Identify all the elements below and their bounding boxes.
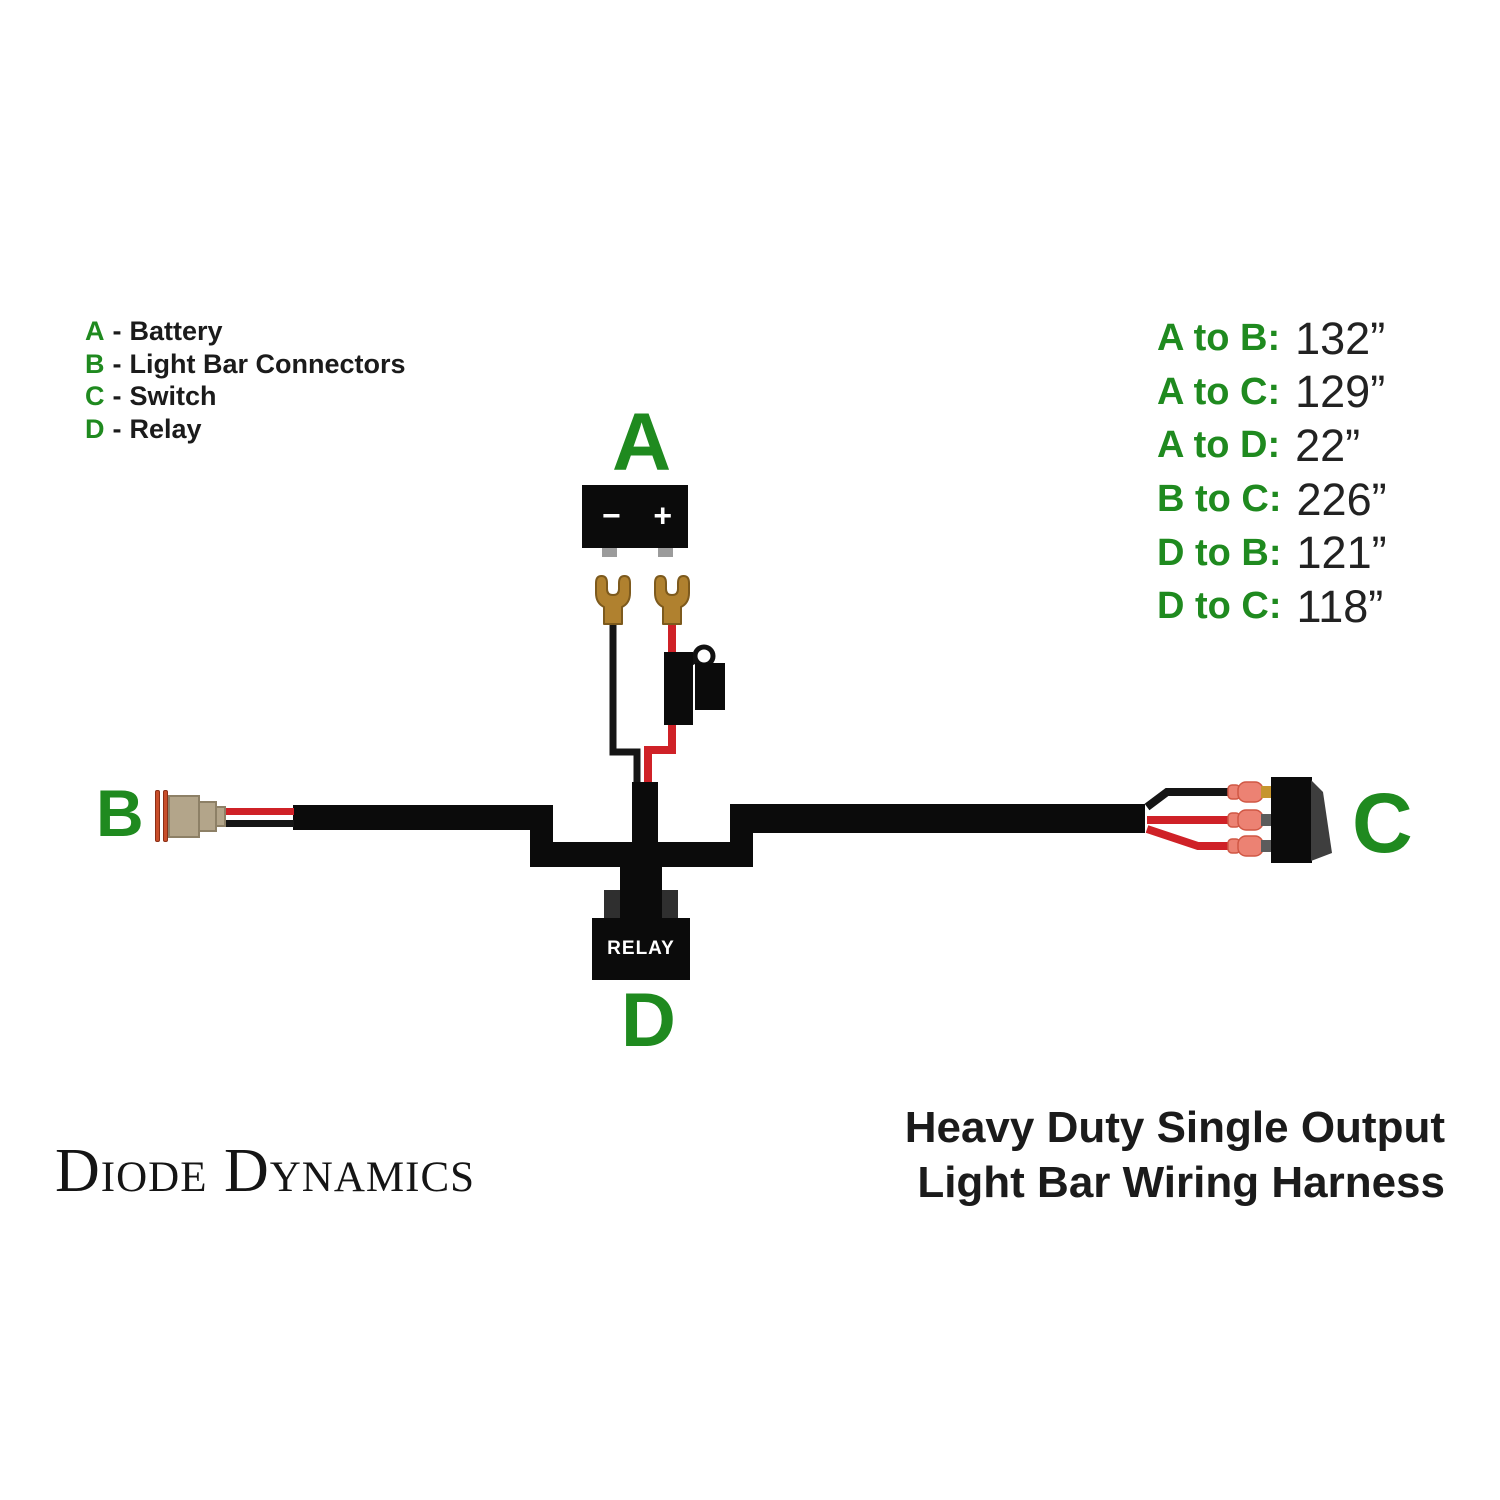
legend-item-relay: D - Relay xyxy=(85,414,406,447)
measurement-row-d-b: D to B: 121” xyxy=(1157,526,1387,580)
spade-terminals xyxy=(1227,781,1272,857)
label-point-c-switch: C xyxy=(1352,776,1413,870)
measurement-value: 129” xyxy=(1295,366,1386,418)
legend-item-battery: A - Battery xyxy=(85,316,406,349)
battery-block: − + xyxy=(582,485,688,548)
fuse-pull-loop-icon xyxy=(692,644,716,668)
measurement-label: D to B: xyxy=(1157,531,1282,574)
connector-wire-red xyxy=(226,808,294,815)
legend-name: Light Bar Connectors xyxy=(129,348,406,379)
product-title: Heavy Duty Single Output Light Bar Wirin… xyxy=(905,1100,1445,1210)
legend-separator: - xyxy=(112,413,122,444)
battery-terminal-tab-right xyxy=(658,548,673,557)
measurement-label: B to C: xyxy=(1157,478,1282,521)
connector-seal-stripe-1 xyxy=(155,790,160,842)
light-bar-connector-nub xyxy=(215,806,226,827)
legend-letter: C xyxy=(85,381,105,411)
measurement-value: 118” xyxy=(1296,580,1384,632)
harness-bar-left xyxy=(293,805,553,830)
legend-name: Switch xyxy=(129,381,217,411)
legend-letter: A xyxy=(85,316,105,346)
switch-blade-gold xyxy=(1261,786,1272,798)
fuse-holder xyxy=(664,644,725,725)
spade-terminal-middle xyxy=(1227,809,1264,831)
battery-terminal-tab-left xyxy=(602,548,617,557)
legend-item-connectors: B - Light Bar Connectors xyxy=(85,349,406,382)
measurements-list: A to B: 132” A to C: 129” A to D: 22” B … xyxy=(1157,312,1387,634)
legend-item-switch: C - Switch xyxy=(85,381,406,414)
legend-name: Relay xyxy=(129,413,202,444)
measurement-value: 226” xyxy=(1296,473,1387,525)
switch-wires xyxy=(1144,788,1232,850)
legend-letter: B xyxy=(85,348,105,379)
harness-riser-bottom xyxy=(620,860,662,918)
rocker-actuator xyxy=(1311,780,1332,861)
light-bar-connector-body xyxy=(168,795,200,838)
legend-letter: D xyxy=(85,413,105,444)
label-point-a-battery: A xyxy=(612,397,672,488)
measurement-row-a-b: A to B: 132” xyxy=(1157,312,1387,366)
product-title-line1: Heavy Duty Single Output xyxy=(904,1103,1445,1152)
measurement-value: 121” xyxy=(1296,527,1387,579)
measurement-label: A to B: xyxy=(1157,317,1281,360)
legend-name: Battery xyxy=(129,316,223,346)
measurement-row-a-d: A to D: 22” xyxy=(1157,419,1387,473)
label-point-b-connector: B xyxy=(96,776,144,850)
battery-positive-sign: + xyxy=(653,497,672,534)
legend: A - Battery B - Light Bar Connectors C -… xyxy=(85,316,406,446)
label-point-d-relay: D xyxy=(621,978,676,1063)
product-title-line2: Light Bar Wiring Harness xyxy=(917,1158,1445,1207)
brand-logo: Diode Dynamics xyxy=(55,1137,476,1205)
harness-riser-top xyxy=(632,782,658,867)
harness-bar-right xyxy=(730,804,1145,833)
battery-negative-sign: − xyxy=(602,497,621,534)
legend-separator: - xyxy=(112,316,122,346)
connector-seal-stripe-2 xyxy=(163,790,168,842)
rocker-switch xyxy=(1271,777,1332,863)
measurement-row-b-c: B to C: 226” xyxy=(1157,473,1387,527)
measurement-row-a-c: A to C: 129” xyxy=(1157,366,1387,420)
measurement-label: A to C: xyxy=(1157,370,1281,413)
relay-box-label: RELAY xyxy=(607,938,675,959)
fork-terminal-negative-icon xyxy=(595,575,631,625)
relay-box: RELAY xyxy=(592,918,690,980)
measurement-label: A to D: xyxy=(1157,424,1281,467)
measurement-row-d-c: D to C: 118” xyxy=(1157,580,1387,634)
spade-terminal-top xyxy=(1227,781,1264,803)
legend-separator: - xyxy=(112,348,122,379)
measurement-value: 22” xyxy=(1295,419,1361,471)
switch-blade-gray-2 xyxy=(1261,840,1272,852)
battery-negative-wire xyxy=(609,618,641,786)
measurement-value: 132” xyxy=(1295,312,1386,364)
fork-terminal-positive-icon xyxy=(654,575,690,625)
switch-blade-gray-1 xyxy=(1261,814,1272,826)
legend-separator: - xyxy=(112,381,122,411)
measurement-label: D to C: xyxy=(1157,585,1282,628)
spade-terminal-bottom xyxy=(1227,835,1264,857)
connector-wire-black xyxy=(226,820,294,827)
